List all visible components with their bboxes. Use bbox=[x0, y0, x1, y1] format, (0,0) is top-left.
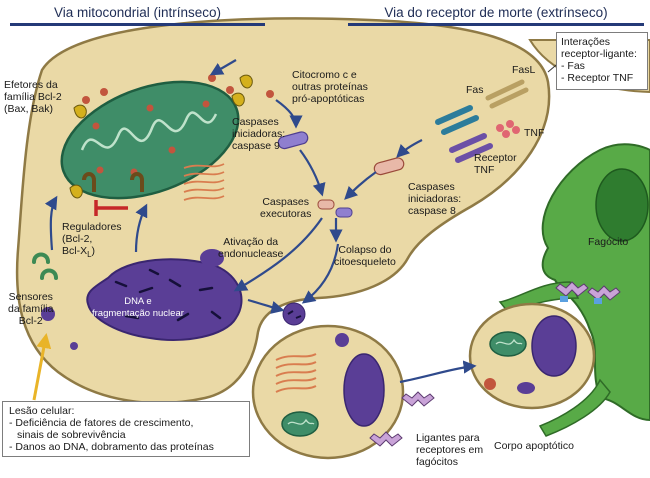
nuclear-fragment-small bbox=[200, 249, 224, 267]
endoplasmic-reticulum bbox=[183, 163, 225, 201]
bleb-ligands bbox=[369, 391, 435, 447]
fas-receptor bbox=[435, 105, 479, 135]
apoptotic-body-small-nucleus bbox=[517, 382, 535, 394]
fragment-vesicle-3 bbox=[70, 342, 78, 350]
apoptotic-body-label: Corpo apoptótico bbox=[494, 440, 574, 452]
phagocyte-label: Fagócito bbox=[588, 236, 629, 248]
phagocyte-receptors bbox=[555, 281, 621, 301]
apoptosome-adaptors bbox=[239, 74, 253, 89]
tnf-label: TNF bbox=[524, 127, 545, 139]
cytochrome-c-dots bbox=[82, 74, 234, 104]
bleb-er-stack bbox=[275, 353, 317, 393]
apoptotic-body-nucleus bbox=[531, 315, 577, 377]
injury-arrow bbox=[32, 333, 52, 401]
bax-bak-channels bbox=[69, 92, 245, 199]
apoptotic-body-vesicle bbox=[484, 378, 496, 390]
intrinsic-pathway-header: Via mitocondrial (intrínseco) bbox=[10, 0, 265, 26]
mitochondrion-cristae bbox=[80, 111, 218, 151]
bleb-nucleus-fragment bbox=[343, 353, 385, 427]
bcl2-regulator-left bbox=[82, 172, 96, 192]
fragment-vesicle-1 bbox=[282, 302, 306, 326]
tnf-receptor bbox=[449, 133, 493, 163]
cytochrome-c-released bbox=[266, 90, 274, 98]
bcl2-sensors bbox=[32, 252, 58, 280]
condensed-nucleus bbox=[86, 258, 243, 341]
phagocyte-pseudopod-lower bbox=[538, 378, 611, 437]
phagocyte-ligands bbox=[560, 296, 602, 304]
dna-fragments bbox=[114, 268, 222, 322]
phagocyte-nucleus bbox=[595, 168, 649, 242]
fragment-vesicle-2 bbox=[41, 307, 55, 321]
receptor-ligand-interactions-box: Interações receptor-ligante: - Fas - Rec… bbox=[556, 32, 648, 90]
mitochondrion bbox=[60, 80, 240, 200]
inhibition-bar bbox=[94, 200, 128, 216]
caspase-8-capsule bbox=[373, 157, 405, 176]
cellular-injury-box: Lesão celular: - Deficiência de fatores … bbox=[2, 401, 250, 457]
fasl-label: FasL bbox=[512, 64, 536, 76]
mitochondrion-matrix-dots bbox=[92, 100, 210, 176]
bleb-vesicle bbox=[335, 333, 349, 347]
fas-label: Fas bbox=[466, 84, 484, 96]
regulators-label: Reguladores (Bcl-2, Bcl-XL) bbox=[62, 221, 122, 260]
tnf-ligand bbox=[496, 120, 520, 138]
executor-caspases bbox=[317, 199, 353, 218]
fasl-ligand bbox=[485, 79, 529, 109]
caspase-9-capsule bbox=[277, 131, 309, 150]
extrinsic-pathway-header: Via do receptor de morte (extrínseco) bbox=[348, 0, 644, 26]
bcl2-regulator-right bbox=[130, 172, 144, 192]
pathway-arrows bbox=[44, 59, 477, 384]
